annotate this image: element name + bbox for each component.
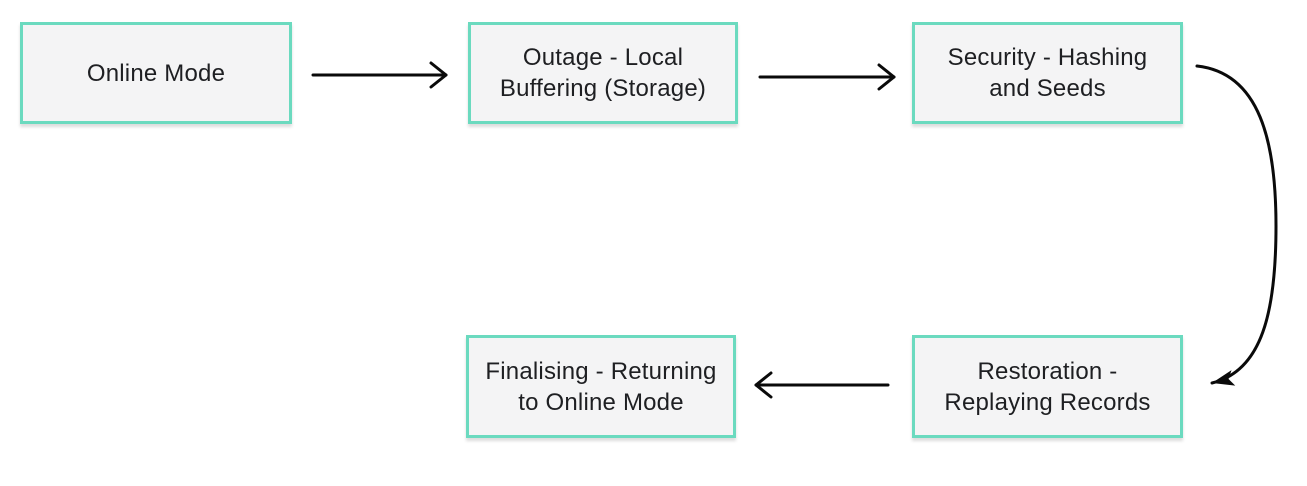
node-label: Finalising - Returning (485, 357, 717, 385)
node-label: to Online Mode (518, 388, 684, 416)
node-label: Buffering (Storage) (499, 75, 707, 102)
node-restoration-replaying-records: Restoration - Replaying Records (912, 335, 1183, 438)
node-label: Restoration - (977, 357, 1118, 385)
node-label: Online Mode (86, 59, 226, 87)
node-label: Security - Hashing (947, 44, 1148, 71)
node-label: and Seeds (989, 75, 1106, 102)
node-online-mode: Online Mode (20, 22, 292, 124)
node-security-hashing-seeds: Security - Hashing and Seeds (912, 22, 1183, 124)
node-outage-local-buffering: Outage - Local Buffering (Storage) (468, 22, 738, 124)
node-label: Outage - Local (522, 44, 684, 71)
edge-arrow-security-to-restoration (1195, 64, 1278, 386)
node-label: Replaying Records (944, 388, 1151, 416)
node-finalising-returning-online: Finalising - Returning to Online Mode (466, 335, 736, 438)
